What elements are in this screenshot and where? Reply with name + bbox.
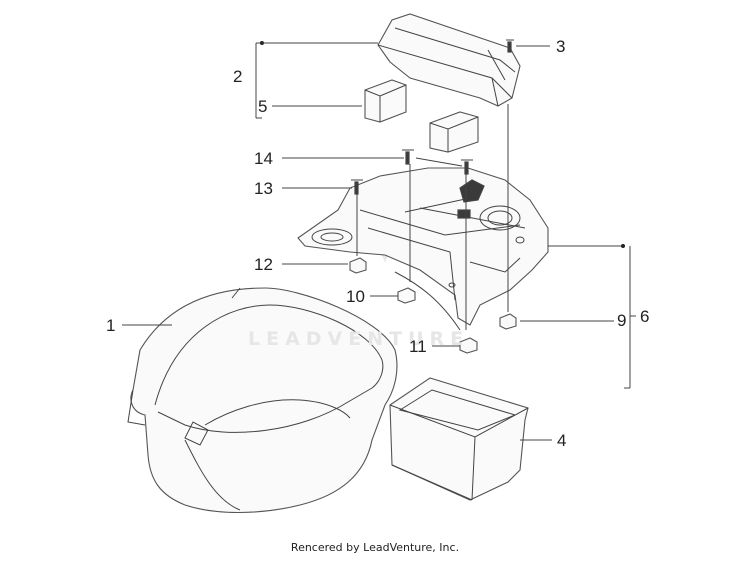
callout-10: 10 — [346, 287, 365, 306]
callout-13: 13 — [254, 179, 273, 198]
foam-pad-left — [364, 79, 407, 123]
callout-6: 6 — [640, 307, 650, 326]
callout-5: 5 — [258, 97, 268, 116]
callout-11: 11 — [409, 337, 427, 356]
screw-14a — [402, 149, 414, 165]
clip-11 — [459, 337, 478, 354]
callout-12: 12 — [254, 255, 273, 274]
callout-2: 2 — [233, 67, 243, 86]
clip-right — [499, 313, 517, 330]
small-tray — [389, 377, 529, 501]
callout-14: 14 — [254, 149, 273, 168]
top-cover — [377, 13, 521, 107]
clip-10 — [397, 287, 416, 304]
inner-lid-frame — [297, 167, 549, 331]
clip-12 — [349, 257, 367, 274]
foam-pad-right — [429, 111, 479, 153]
render-credit: Rencered by LeadVenture, Inc. — [290, 541, 460, 554]
callout-9: 9 — [617, 311, 627, 330]
watermark-text: LEADVENTURE — [248, 328, 470, 350]
callout-4: 4 — [557, 431, 567, 450]
leader-lines — [122, 41, 636, 441]
screw-3 — [506, 39, 514, 53]
callout-1: 1 — [106, 316, 116, 335]
callout-3: 3 — [556, 37, 566, 56]
storage-bin — [127, 287, 398, 513]
